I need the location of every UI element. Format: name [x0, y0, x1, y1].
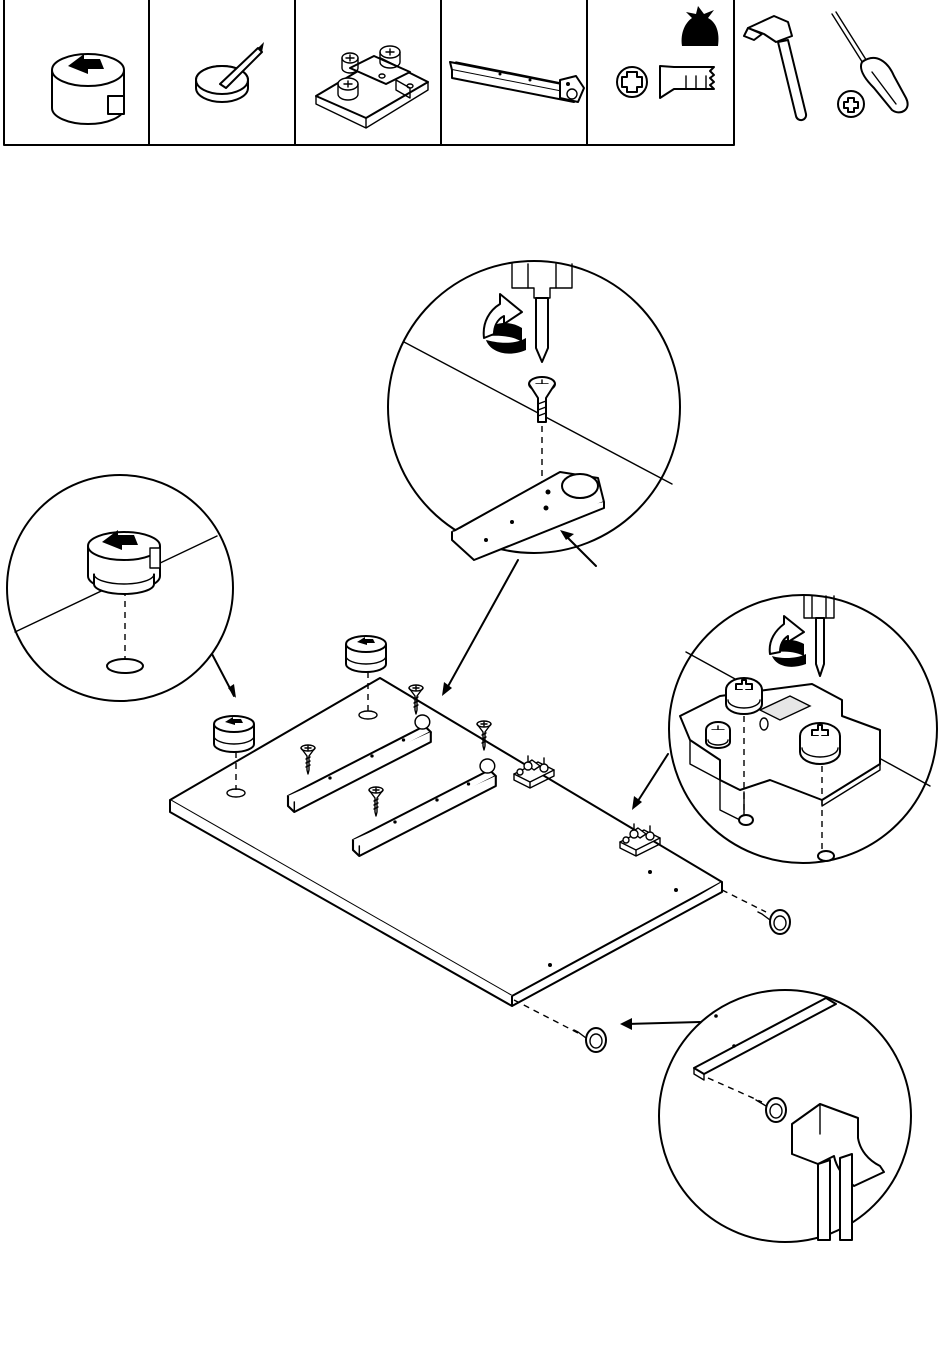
nail-detail: [659, 990, 911, 1242]
nail-right: [722, 890, 790, 934]
cam-lock-icon: [52, 54, 124, 124]
hinge-plate-detail: [669, 595, 937, 863]
runner-screw-detail: [388, 261, 680, 566]
hammer-icon: [744, 16, 806, 120]
hinge-detail-leader: [636, 754, 668, 804]
parts-legend: [4, 0, 908, 145]
nail-bottom: [514, 1000, 606, 1052]
nail-detail-leader: [626, 1022, 700, 1024]
hinge-detail-screw-3: [800, 723, 840, 764]
hinge-detail-screw-1: [726, 678, 762, 714]
phillips-screwdriver-icon: [832, 12, 908, 117]
hinge-detail-screw-2: [706, 722, 730, 748]
cam-lock-detail: [7, 475, 236, 701]
runner-detail-leader: [446, 560, 518, 690]
